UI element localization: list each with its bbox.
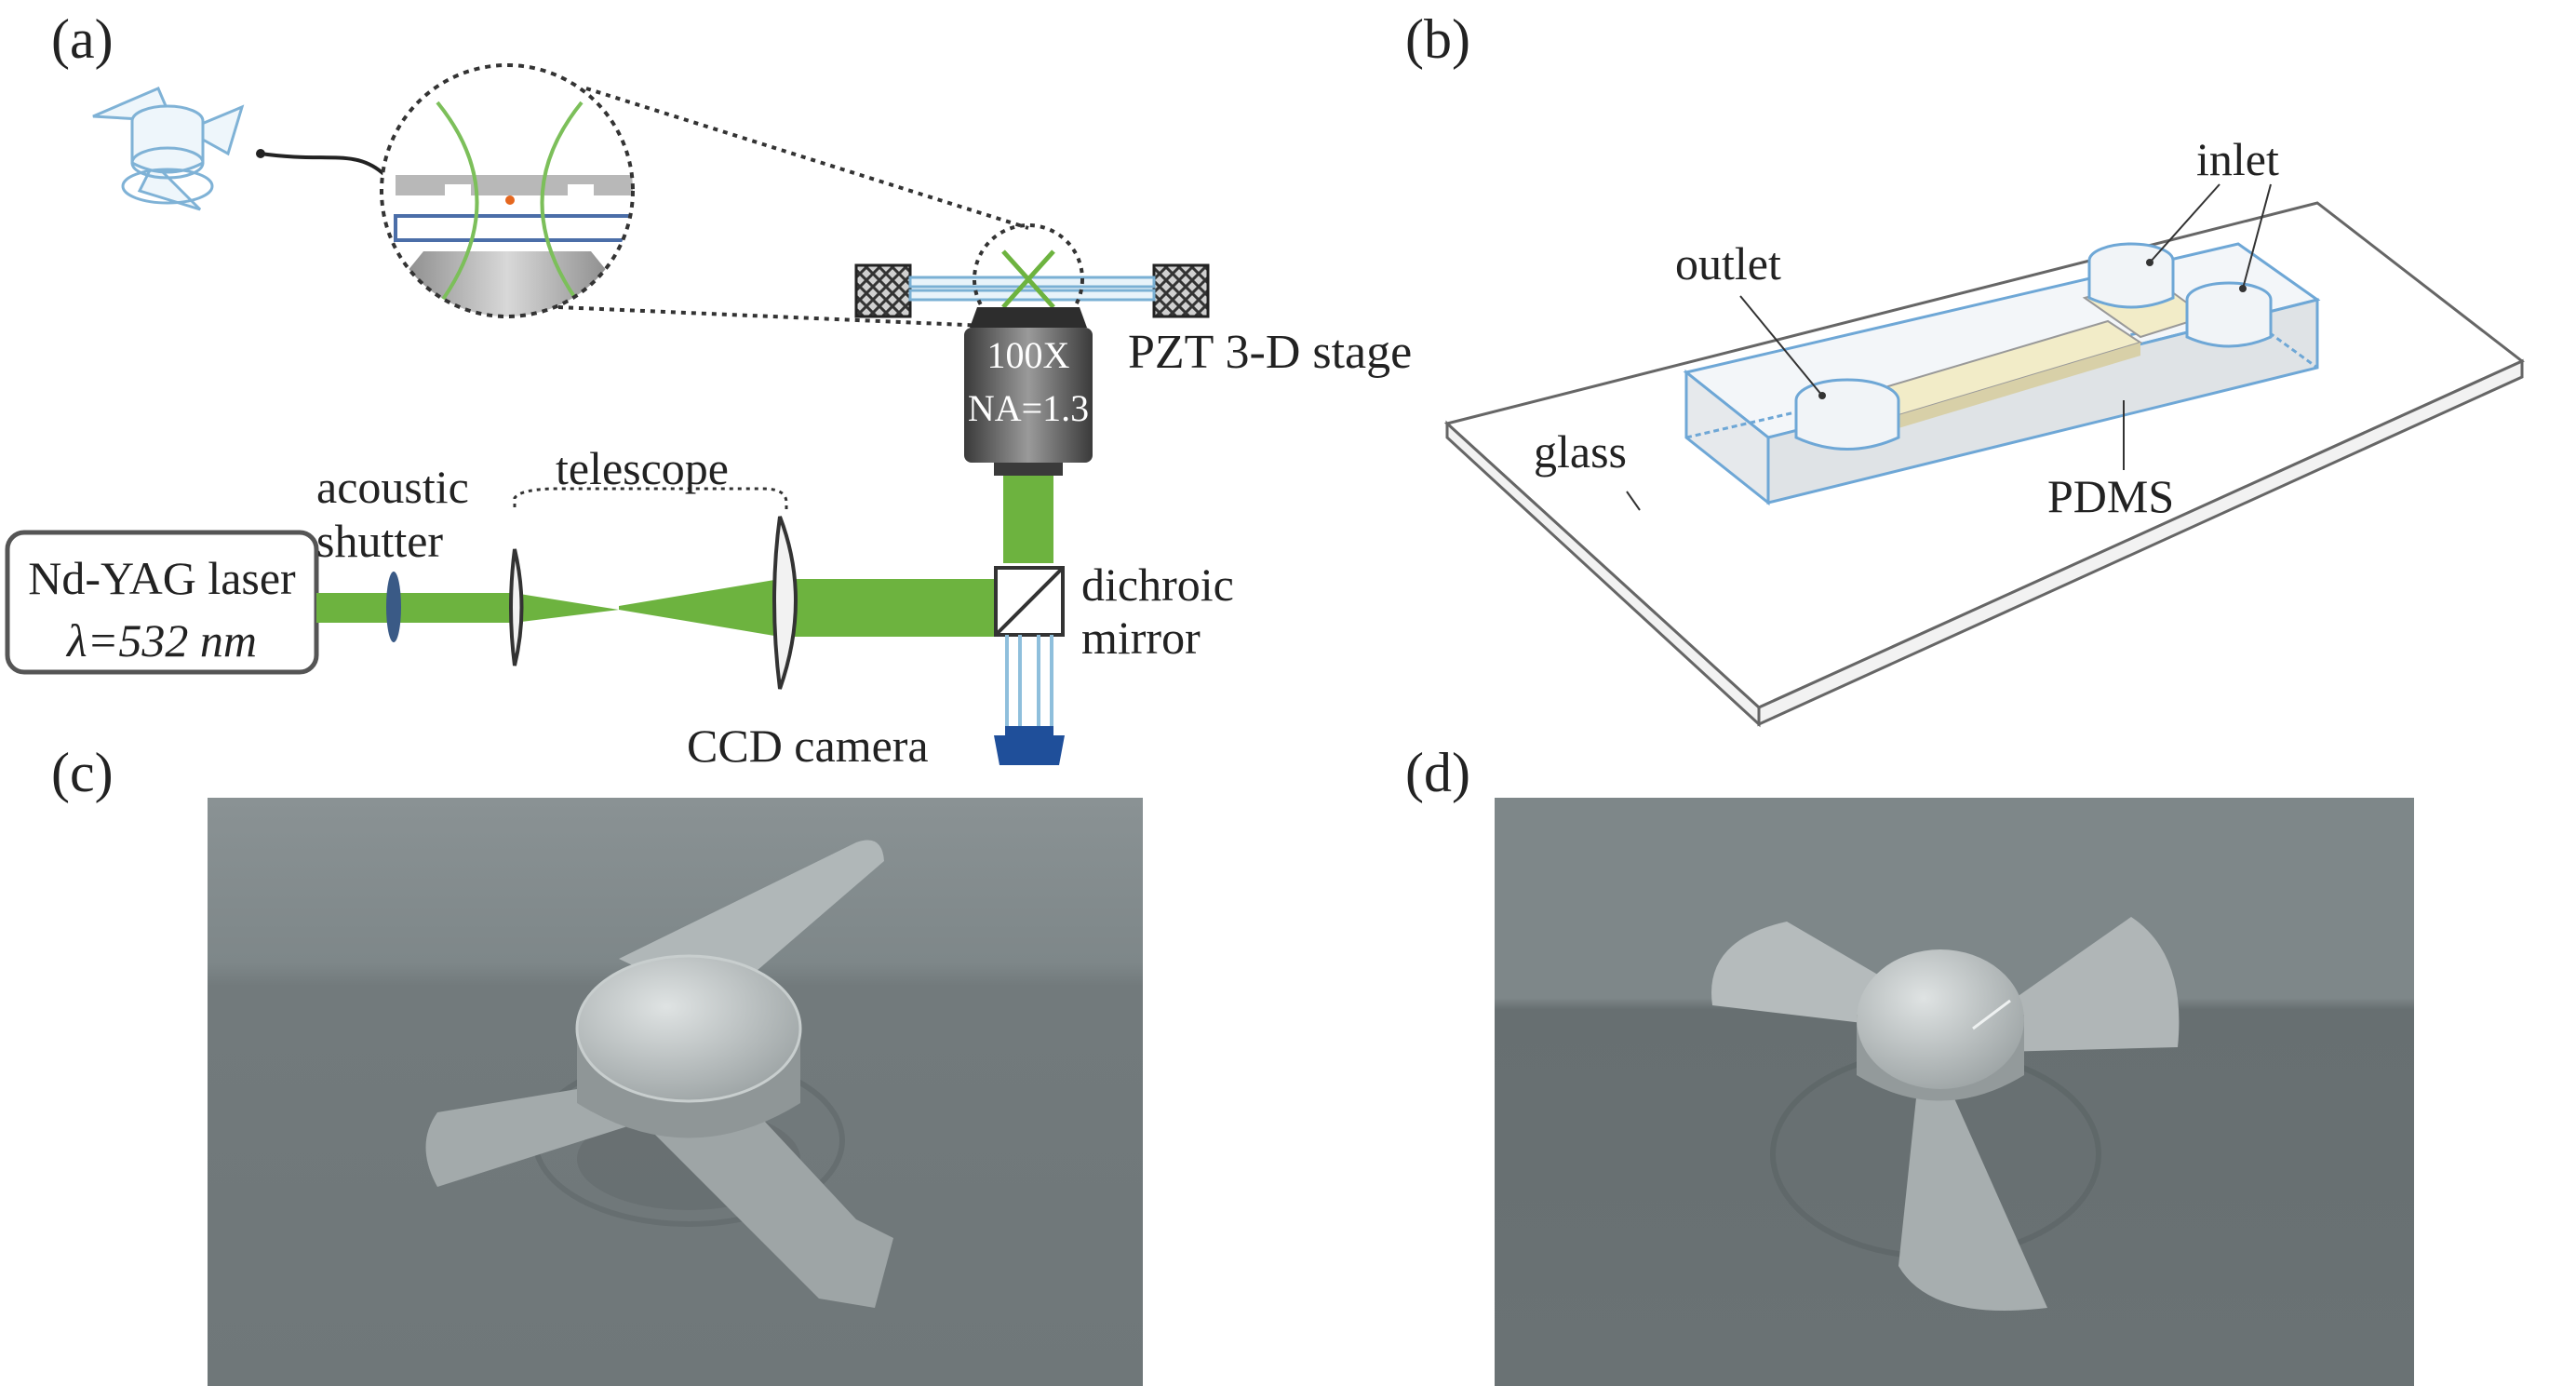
panel-a-label: (a) [51,8,114,70]
objective-na: NA=1.3 [968,387,1089,429]
channel-wells [1794,242,2273,451]
inlet-label: inlet [2196,133,2279,185]
panel-d-label: (d) [1405,742,1470,803]
outlet-leader [1739,295,1823,397]
dichroic-label-1: dichroic [1081,559,1234,611]
pdms-label: PDMS [2047,470,2174,522]
inlet-leader-2 [2242,183,2272,289]
stage-label: PZT 3-D stage [1128,326,1412,379]
zoom-line-top [585,87,1029,230]
focus-cone [1001,249,1055,309]
ccd-label: CCD camera [687,720,929,772]
glass-arrow [1626,491,1641,511]
imaging-beam [1005,635,1053,726]
inlet-dot-1 [2146,259,2153,266]
laser-name: Nd-YAG laser [28,552,296,604]
dichroic-mirror [994,566,1065,637]
ccd-camera-icon [994,726,1065,765]
magnified-view [380,63,635,318]
objective-lens [964,307,1093,476]
fiber-tip [256,149,265,158]
telescope-lens-1 [509,548,524,666]
glass-label: glass [1534,425,1627,478]
vertical-laser-beam [1003,476,1053,563]
horizontal-laser-beam [316,579,996,637]
inlet-leader-1 [2149,183,2220,263]
shutter-element [386,572,401,642]
dichroic-label-2: mirror [1081,612,1201,664]
rotor-sketch-icon [92,87,245,211]
panel-c-label: (c) [51,742,114,803]
zoom-line-bottom [557,305,987,328]
outlet-dot [1818,392,1826,399]
shutter-label-2: shutter [316,515,443,567]
sem-image-d [1495,798,2414,1386]
telescope-label: telescope [556,442,729,494]
laser-wavelength: λ=532 nm [65,614,257,666]
outlet-label: outlet [1675,237,1781,289]
panel-b-label: (b) [1405,8,1470,70]
inlet-dot-2 [2239,285,2247,292]
telescope-lens-2 [772,516,798,690]
objective-magnification: 100X [987,334,1070,376]
shutter-label-1: acoustic [316,461,469,513]
sem-image-c [208,798,1143,1386]
